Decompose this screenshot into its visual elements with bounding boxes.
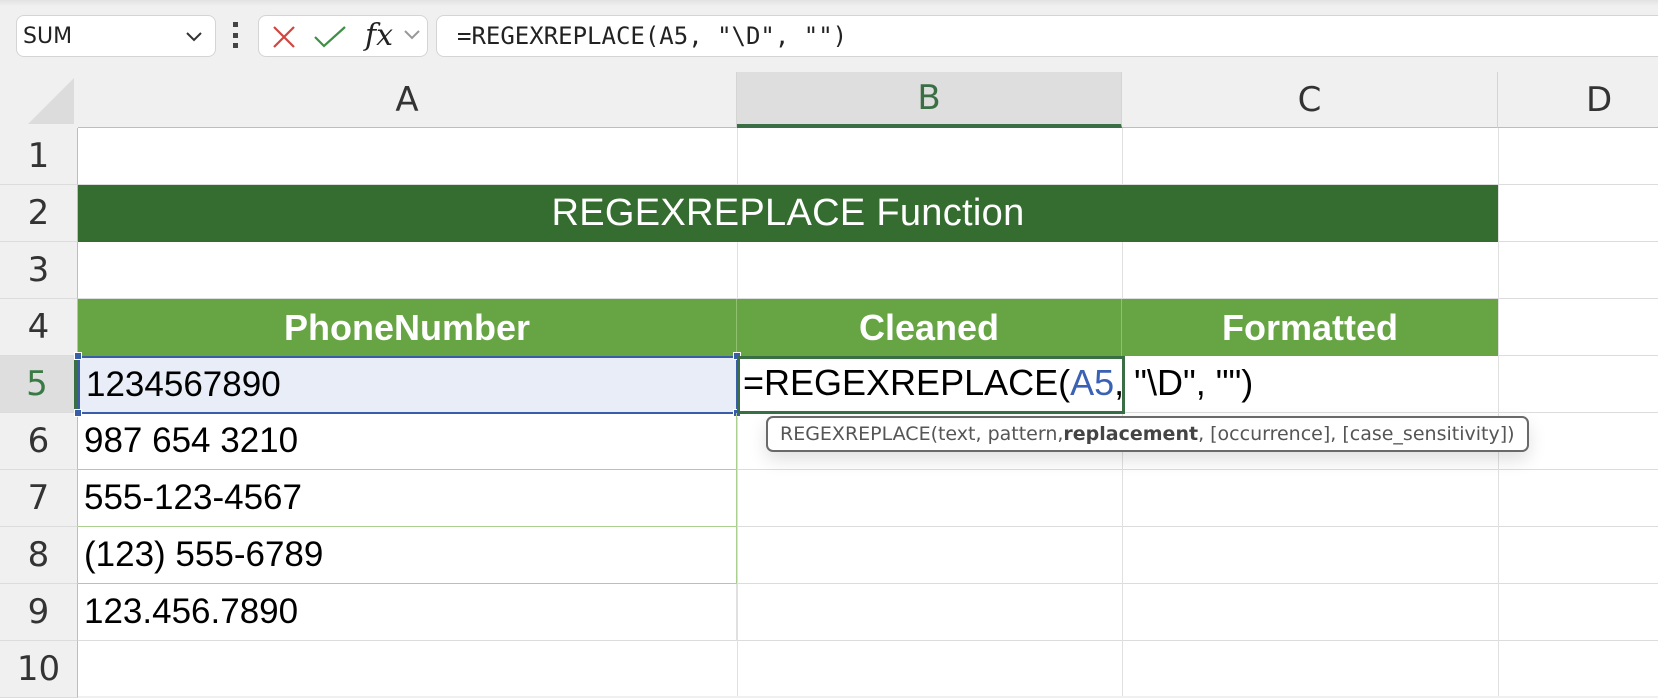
insert-function-button[interactable]: fx bbox=[365, 18, 394, 53]
gridline bbox=[1498, 128, 1499, 696]
row-header-3[interactable]: 3 bbox=[0, 242, 78, 299]
formula-input[interactable]: =REGEXREPLACE(A5, "\D", "") bbox=[436, 15, 1658, 57]
formula-bar: SUM fx =REGEXREPLACE(A5, "\D", "") bbox=[0, 0, 1658, 72]
chevron-down-icon[interactable] bbox=[403, 28, 421, 42]
formula-text: =REGEXREPLACE(A5, "\D", "") bbox=[457, 22, 848, 50]
formula-reference-a5: A5 bbox=[1070, 362, 1115, 403]
tooltip-function-name: REGEXREPLACE( bbox=[780, 423, 938, 445]
cell-a5[interactable]: 1234567890 bbox=[78, 356, 738, 414]
formula-suffix: , "\D", "") bbox=[1114, 362, 1254, 403]
row-header-7[interactable]: 7 bbox=[0, 470, 78, 527]
spreadsheet-grid: A B C D 1 2 3 4 5 6 7 8 9 10 REGEXREPLAC… bbox=[0, 72, 1658, 698]
header-cleaned[interactable]: Cleaned bbox=[737, 299, 1122, 356]
gridline bbox=[78, 469, 1658, 470]
row-header-9[interactable]: 9 bbox=[0, 584, 78, 641]
tooltip-args: text, pattern, bbox=[937, 423, 1064, 445]
column-header-c[interactable]: C bbox=[1122, 72, 1498, 128]
cancel-icon[interactable] bbox=[271, 24, 297, 50]
selection-handle[interactable] bbox=[74, 352, 82, 360]
ribbon-edge bbox=[0, 0, 1658, 6]
tooltip-rest-args: , [occurrence], [case_sensitivity]) bbox=[1198, 423, 1515, 445]
more-options-icon[interactable] bbox=[232, 22, 238, 48]
row-header-8[interactable]: 8 bbox=[0, 527, 78, 584]
formula-actions: fx bbox=[258, 15, 428, 57]
selection-handle[interactable] bbox=[74, 409, 82, 417]
function-signature-tooltip[interactable]: REGEXREPLACE(text, pattern, replacement,… bbox=[766, 416, 1529, 452]
row-header-6[interactable]: 6 bbox=[0, 413, 78, 470]
row-header-4[interactable]: 4 bbox=[0, 299, 78, 356]
tooltip-current-arg: replacement bbox=[1063, 423, 1199, 445]
chevron-down-icon[interactable] bbox=[183, 25, 205, 47]
cell-a9[interactable]: 123.456.7890 bbox=[78, 584, 737, 641]
title-cell[interactable]: REGEXREPLACE Function bbox=[78, 185, 1498, 242]
name-box[interactable]: SUM bbox=[16, 15, 216, 57]
gridline bbox=[78, 298, 1658, 299]
header-phone-number[interactable]: PhoneNumber bbox=[78, 299, 737, 356]
gridline bbox=[78, 583, 1658, 584]
column-header-a[interactable]: A bbox=[78, 72, 737, 128]
row-header-2[interactable]: 2 bbox=[0, 185, 78, 242]
select-all-button[interactable] bbox=[0, 72, 78, 128]
row-header-10[interactable]: 10 bbox=[0, 641, 78, 698]
gridline bbox=[78, 640, 1658, 641]
column-header-d[interactable]: D bbox=[1498, 72, 1658, 128]
gridline bbox=[78, 184, 1658, 185]
row-header-5[interactable]: 5 bbox=[0, 356, 78, 413]
name-box-value: SUM bbox=[23, 23, 73, 49]
header-formatted[interactable]: Formatted bbox=[1122, 299, 1498, 356]
cell-a6[interactable]: 987 654 3210 bbox=[78, 413, 737, 470]
cell-b5-editor[interactable] bbox=[737, 356, 1125, 414]
cell-a7[interactable]: 555-123-4567 bbox=[78, 470, 737, 527]
cell-a8[interactable]: (123) 555-6789 bbox=[78, 527, 737, 584]
gridline bbox=[78, 526, 1658, 527]
formula-prefix: =REGEXREPLACE( bbox=[743, 362, 1071, 403]
cell-b5-formula[interactable]: =REGEXREPLACE(A5, "\D", "") bbox=[743, 362, 1253, 404]
column-header-b[interactable]: B bbox=[737, 72, 1122, 128]
row-header-1[interactable]: 1 bbox=[0, 128, 78, 185]
enter-check-icon[interactable] bbox=[313, 24, 347, 50]
